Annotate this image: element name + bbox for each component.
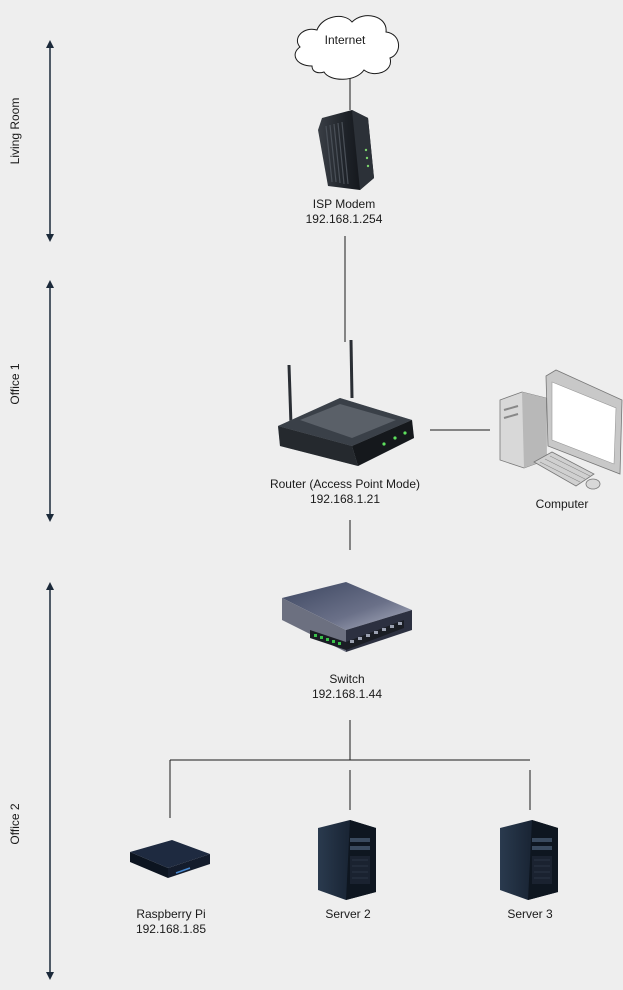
internet-label: Internet — [324, 33, 366, 47]
modem-name: ISP Modem — [312, 197, 376, 211]
server-tower-icon — [500, 820, 558, 900]
cloud-icon — [294, 15, 399, 80]
computer-label: Computer — [535, 497, 589, 511]
zone-arrow-office-2 — [46, 582, 54, 980]
modem-ip: 192.168.1.254 — [305, 212, 383, 226]
switch-node-label: Switch 192.168.1.44 — [287, 672, 407, 702]
desktop-computer-icon — [499, 369, 623, 490]
server2-label: Server 2 — [325, 907, 371, 921]
zone-label-office-2: Office 2 — [8, 803, 22, 845]
switch-ip: 192.168.1.44 — [311, 687, 383, 701]
raspberry-ip: 192.168.1.85 — [135, 922, 207, 936]
raspberry-pi-icon — [130, 840, 210, 878]
zone-label-living-room: Living Room — [8, 97, 22, 165]
switch-name: Switch — [329, 672, 365, 686]
router-node-label: Router (Access Point Mode) 192.168.1.21 — [255, 477, 435, 507]
raspberry-node-label: Raspberry Pi 192.168.1.85 — [111, 907, 231, 937]
server3-label: Server 3 — [507, 907, 553, 921]
zone-arrow-office-1 — [46, 280, 54, 522]
network-switch-icon — [282, 582, 412, 652]
modem-icon — [318, 110, 374, 190]
router-icon — [278, 339, 414, 466]
modem-node-label: ISP Modem 192.168.1.254 — [284, 197, 404, 227]
raspberry-name: Raspberry Pi — [136, 907, 206, 921]
zone-label-office-1: Office 1 — [8, 363, 22, 405]
zone-arrow-living-room — [46, 40, 54, 242]
server-tower-icon — [318, 820, 376, 900]
router-ip: 192.168.1.21 — [309, 492, 381, 506]
router-name: Router (Access Point Mode) — [269, 477, 421, 491]
